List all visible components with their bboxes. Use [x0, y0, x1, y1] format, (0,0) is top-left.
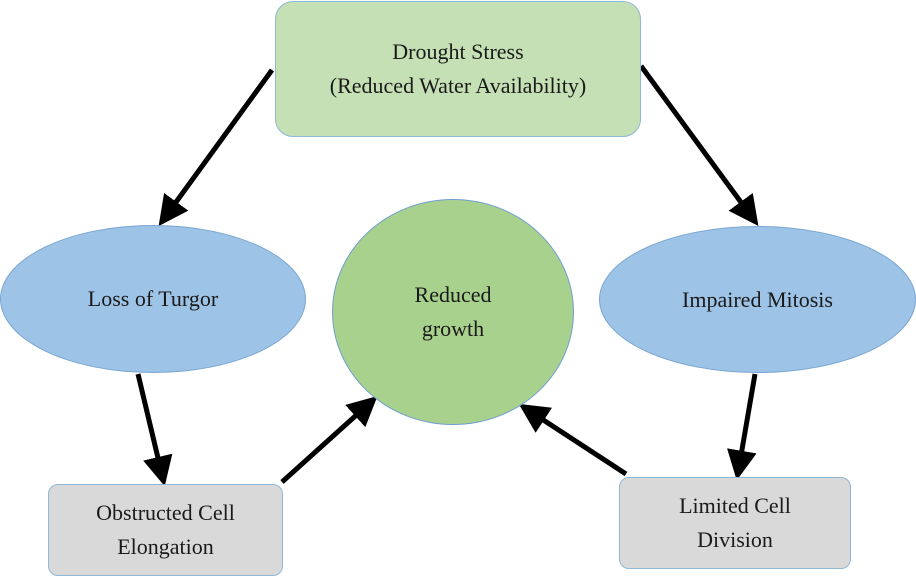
drought-stress-subtitle: (Reduced Water Availability) — [329, 73, 587, 98]
obstructed-cell-elongation-line2: Elongation — [117, 534, 214, 559]
arrow-division-to-growth — [518, 403, 628, 477]
reduced-growth-circle: Reduced growth — [332, 199, 574, 425]
reduced-growth-line2: growth — [421, 316, 485, 341]
reduced-growth-line1: Reduced — [414, 282, 492, 307]
obstructed-cell-elongation-line1: Obstructed Cell — [96, 500, 235, 525]
limited-cell-division-line1: Limited Cell — [679, 493, 791, 518]
impaired-mitosis-label: Impaired Mitosis — [682, 286, 833, 312]
arrow-drought-to-mitosis — [638, 64, 759, 227]
limited-cell-division-box: Limited Cell Division — [619, 477, 851, 569]
loss-of-turgor-label: Loss of Turgor — [87, 286, 219, 311]
obstructed-cell-elongation-box: Obstructed Cell Elongation — [48, 484, 283, 576]
impaired-mitosis-ellipse: Impaired Mitosis — [599, 226, 916, 373]
loss-of-turgor-ellipse: Loss of Turgor — [0, 225, 306, 373]
drought-stress-title: Drought Stress — [392, 39, 524, 64]
arrow-drought-to-turgor — [158, 68, 275, 227]
arrow-elongation-to-growth — [280, 395, 378, 484]
limited-cell-division-line2: Division — [697, 527, 773, 552]
arrow-turgor-to-elongation — [135, 373, 173, 487]
drought-stress-box: Drought Stress (Reduced Water Availabili… — [275, 1, 641, 137]
arrow-mitosis-to-division — [727, 373, 758, 481]
